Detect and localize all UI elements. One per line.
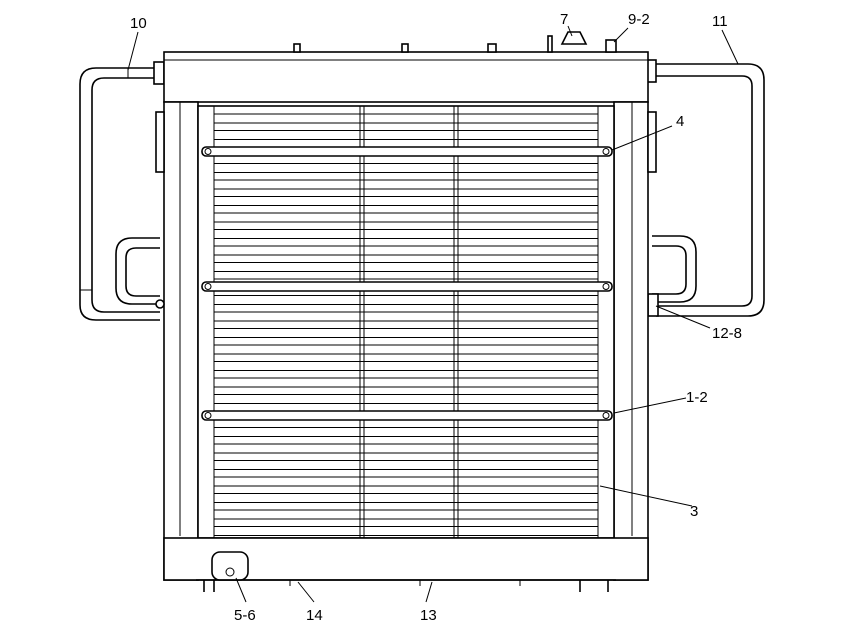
core-vertical-stays: [213, 106, 599, 538]
callout-10: 10: [130, 15, 147, 32]
callout-11: 11: [712, 13, 728, 30]
side-frame: [155, 101, 657, 581]
left-pipe: [79, 61, 165, 321]
callout-5-6: 5-6: [234, 607, 256, 624]
callout-7: 7: [560, 11, 568, 28]
top-header-tank: [163, 31, 649, 103]
right-pipe: [645, 59, 765, 317]
callout-1-2: 1-2: [686, 389, 708, 406]
callout-3: 3: [690, 503, 698, 520]
callout-13: 13: [420, 607, 437, 624]
callout-4: 4: [676, 113, 684, 130]
leader-lines: [127, 25, 739, 603]
bottom-tank: [163, 537, 649, 592]
radiator-core: [197, 105, 615, 539]
callout-9-2: 9-2: [628, 11, 650, 28]
callout-14: 14: [306, 607, 323, 624]
tie-bars: [201, 146, 613, 421]
callout-labels: 10 7 9-2 11 4 12-8 1-2 3 5-6 14 13: [130, 11, 742, 624]
callout-12-8: 12-8: [712, 325, 742, 342]
